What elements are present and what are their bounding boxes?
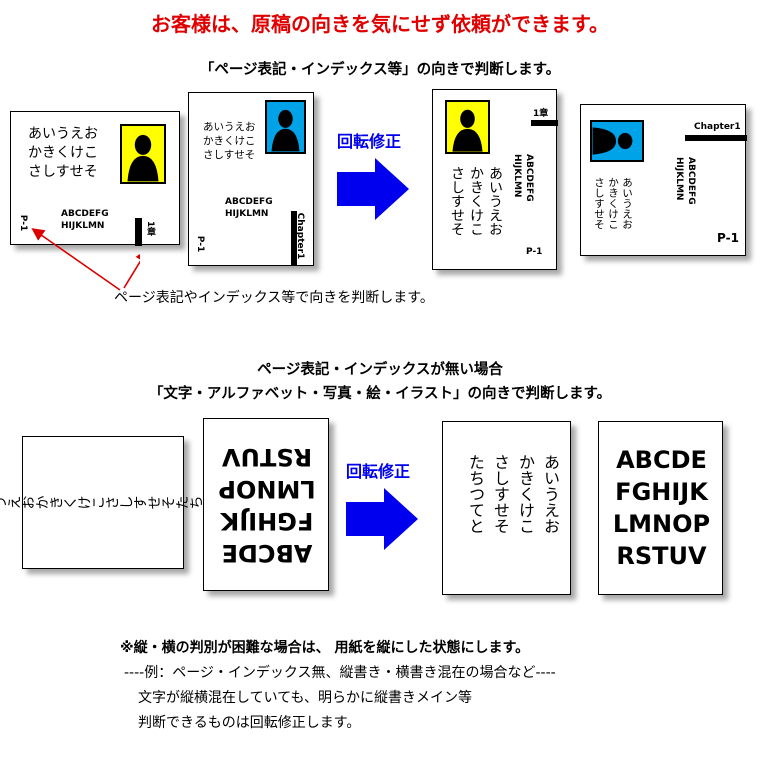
kana-block: あいうえお かきくけこ さしすせそ たちつてと xyxy=(0,440,245,568)
section1-caption: 「ページ表記・インデックス等」の向きで判断します。 xyxy=(199,62,561,78)
abc-line: RSTUV xyxy=(221,443,313,471)
index-label: Chapter1 xyxy=(694,122,741,132)
index-bar xyxy=(685,135,747,141)
abc-line: LMNOP xyxy=(612,510,711,538)
card-abc-corrected: ABCDE FGHIJK LMNOP RSTUV xyxy=(598,421,723,595)
abc-line: ABCDE xyxy=(221,539,313,567)
kana-line: さしすせそ xyxy=(28,164,98,180)
kana-block: あいうえお かきくけこ さしすせそ xyxy=(28,125,98,182)
abc-block: ABCDEFG HIJKLMN xyxy=(225,196,273,220)
rotate-label: 回転修正 xyxy=(337,132,402,151)
footer-note-1: ※縦・横の判別が困難な場合は、 用紙を縦にした状態にします。 xyxy=(120,640,530,656)
card-abc-upside-down: ABCDE FGHIJK LMNOP RSTUV xyxy=(203,418,329,591)
pointer-arrows xyxy=(31,228,140,291)
kana-block: あいうえお かきくけこ さしすせそ xyxy=(592,177,634,247)
page-label: P-1 xyxy=(526,247,543,257)
photo-yellow xyxy=(445,100,490,154)
kana-line: さしすせそ xyxy=(491,454,510,534)
kana-block: あいうえお かきくけこ さしすせそ xyxy=(447,166,504,254)
kana-line: さしすせそ xyxy=(449,166,465,236)
pointer-note: ページ表記やインデックス等で向きを判断します。 xyxy=(114,290,434,306)
index-bar xyxy=(291,211,297,265)
page-label: P-1 xyxy=(717,231,739,245)
kana-line: あいうえお xyxy=(541,454,560,534)
card-kana-rotated: あいうえお かきくけこ さしすせそ たちつてと xyxy=(0,436,245,569)
abc-line: ABCDEFG xyxy=(686,157,696,205)
abc-line: HIJKLMN xyxy=(674,157,684,201)
kana-line: かきくけこ xyxy=(203,135,256,147)
section2-caption-1: ページ表記・インデックスが無い場合 xyxy=(257,362,503,378)
abc-line: HIJKLMN xyxy=(512,154,522,198)
index-label: Chapter1 xyxy=(295,212,305,260)
index-label: 1章 xyxy=(145,221,155,237)
abc-line: RSTUV xyxy=(616,542,707,570)
abc-line: ABCDE xyxy=(616,446,707,474)
kana-line: あいうえお xyxy=(487,166,503,236)
kana-line: あいうえお xyxy=(28,126,98,142)
right-arrow-icon xyxy=(346,488,418,550)
card-corrected-en: Chapter1 あいうえお かきくけこ さしすせそ ABCDEFG HIJKL… xyxy=(580,104,747,256)
page-title: お客様は、原稿の向きを気にせず依頼ができます。 xyxy=(151,12,609,36)
card-landscape-jp-index: あいうえお かきくけこ さしすせそ ABCDEFG HIJKLMN 1章 P-1 xyxy=(10,111,180,246)
abc-line: ABCDEFG xyxy=(61,209,109,219)
abc-line: FGHIJK xyxy=(615,478,708,506)
index-bar xyxy=(531,120,558,126)
photo-cyan xyxy=(265,100,306,154)
kana-line: さしすせそ xyxy=(593,177,605,230)
card-kana-corrected: あいうえお かきくけこ さしすせそ たちつてと xyxy=(442,421,571,595)
abc-line: ABCDEFG xyxy=(225,197,273,207)
abc-line: HIJKLMN xyxy=(61,221,105,231)
abc-line: HIJKLMN xyxy=(225,209,269,219)
abc-line: FGHIJK xyxy=(220,507,314,535)
abc-block: ABCDEFG HIJKLMN xyxy=(509,154,535,224)
card-portrait-en-index: あいうえお かきくけこ さしすせそ ABCDEFG HIJKLMN Chapte… xyxy=(188,92,314,266)
kana-line: あいうえお xyxy=(0,495,35,512)
abc-block: ABCDE FGHIJK LMNOP RSTUV xyxy=(204,441,330,569)
footer-note-4: 判断できるものは回転修正します。 xyxy=(138,715,361,731)
index-label: 1章 xyxy=(533,109,549,119)
photo-yellow xyxy=(120,124,166,184)
kana-line: かきくけこ xyxy=(28,145,98,161)
right-arrow-icon xyxy=(337,158,409,220)
kana-line: かきくけこ xyxy=(516,454,535,534)
footer-note-2: ----例：ページ・インデックス無、縦書き・横書き混在の場合など---- xyxy=(124,665,556,681)
rotate-label: 回転修正 xyxy=(346,462,411,481)
page-label: P-1 xyxy=(195,235,205,253)
kana-line: たちつてと xyxy=(466,454,485,534)
kana-block: あいうえお かきくけこ さしすせそ xyxy=(203,120,256,162)
kana-line: かきくけこ xyxy=(468,166,484,236)
kana-line: かきくけこ xyxy=(607,177,619,230)
kana-line: さしすせそ xyxy=(203,149,256,161)
abc-block: ABCDEFG HIJKLMN xyxy=(61,208,109,232)
index-bar xyxy=(135,218,142,246)
card-corrected-jp: 1章 あいうえお かきくけこ さしすせそ ABCDEFG HIJKLMN P-1 xyxy=(432,89,558,270)
kana-line: さしすせそ xyxy=(105,495,175,512)
footer-note-3: 文字が縦横混在していても、明らかに縦書きメイン等 xyxy=(138,690,473,706)
abc-block: ABCDE FGHIJK LMNOP RSTUV xyxy=(599,444,724,572)
abc-block: ABCDEFG HIJKLMN xyxy=(671,157,697,223)
section2-caption-2: 「文字・アルファベット・写真・絵・イラスト」の向きで判断します。 xyxy=(148,386,612,402)
kana-line: あいうえお xyxy=(621,177,633,230)
kana-line: かきくけこ xyxy=(35,495,105,512)
kana-line: あいうえお xyxy=(203,121,256,133)
abc-line: ABCDEFG xyxy=(524,154,534,202)
kana-block: あいうえお かきくけこ さしすせそ たちつてと xyxy=(453,454,563,570)
abc-line: LMNOP xyxy=(218,475,316,503)
photo-cyan xyxy=(590,120,644,162)
